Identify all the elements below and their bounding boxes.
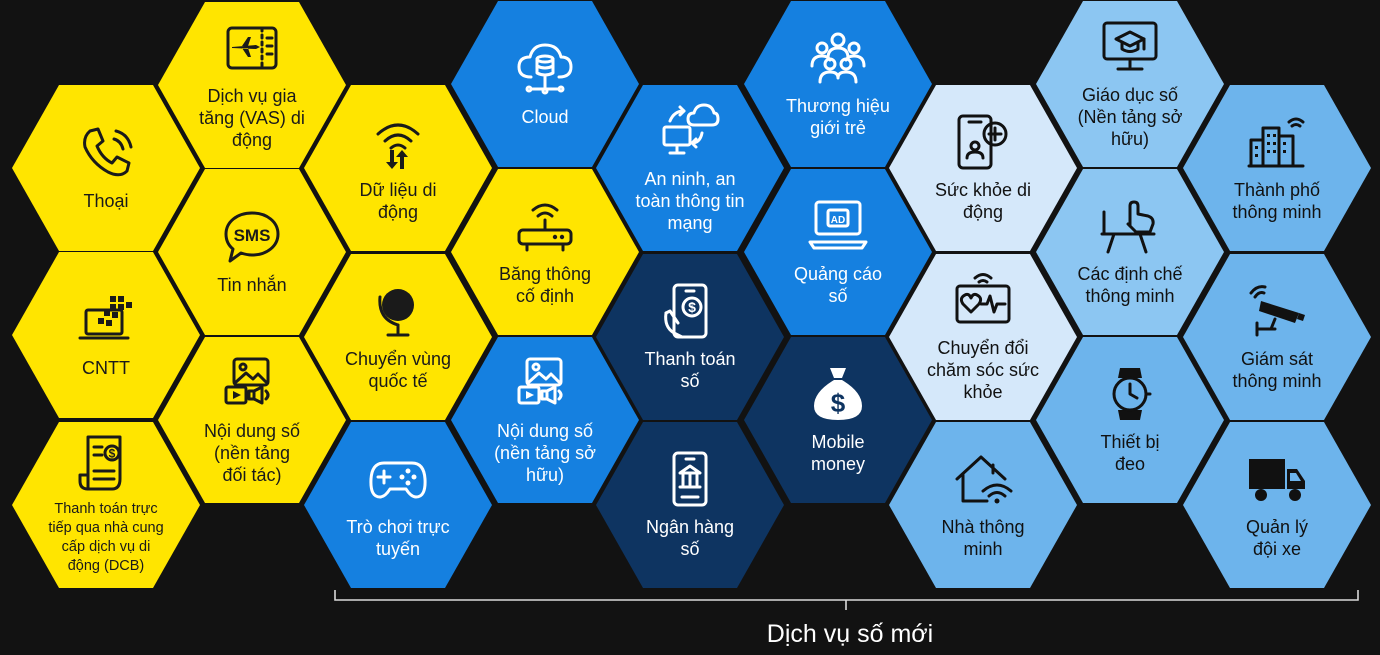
wifi-data-icon — [366, 113, 430, 171]
svg-text:$: $ — [831, 388, 846, 418]
hex-dcb: $ Thanh toán trực tiếp qua nhà cung cấp d… — [12, 422, 200, 588]
hex-giao-duc: Giáo dục số (Nền tảng sở hữu) — [1036, 1, 1224, 167]
hex-thiet-bi-deo: Thiết bị đeo — [1036, 337, 1224, 503]
hex-label: Chuyển vùng quốc tế — [344, 349, 452, 391]
hex-cloud: Cloud — [451, 1, 639, 167]
invoice-icon: $ — [74, 434, 138, 492]
hex-label: Mobile money — [810, 432, 866, 474]
svg-text:SMS: SMS — [234, 226, 271, 245]
hex-label: Tin nhắn — [217, 275, 287, 295]
caption: Dịch vụ số mới — [766, 620, 934, 648]
smart-home-icon — [951, 450, 1015, 508]
hex-label: Thành phố thông minh — [1232, 180, 1322, 222]
hex-tin-nhan: SMS Tin nhắn — [158, 169, 346, 335]
education-screen-icon — [1098, 18, 1162, 76]
hex-label: Nội dung số (nền tảng đối tác) — [203, 421, 301, 485]
hex-label: Thanh toán số — [644, 349, 736, 391]
phone-icon — [74, 124, 138, 182]
laptop-pixels-icon — [74, 291, 138, 349]
svg-text:$: $ — [688, 299, 696, 315]
hex-label: Nội dung số (nền tảng sở hữu) — [494, 421, 596, 485]
hex-label: Dịch vụ gia tăng (VAS) di động — [199, 86, 305, 150]
cloud-sync-icon — [658, 102, 722, 160]
hex-vas: Dịch vụ gia tăng (VAS) di động — [158, 2, 346, 168]
hex-nha-thong-minh: Nhà thông minh — [889, 422, 1077, 588]
gamepad-icon — [366, 450, 430, 508]
watch-icon — [1098, 365, 1162, 423]
sms-bubble-icon: SMS — [220, 208, 284, 266]
hex-label: Giám sát thông minh — [1232, 349, 1322, 391]
mobile-payment-icon: $ — [658, 282, 722, 340]
hex-label: Thương hiệu giới trẻ — [786, 96, 890, 138]
svg-text:AD: AD — [831, 215, 845, 226]
hex-label: An ninh, an toàn thông tin mạng — [635, 169, 745, 233]
cctv-icon — [1245, 282, 1309, 340]
hex-label: Sức khỏe di động — [934, 180, 1032, 222]
mobile-health-icon — [951, 113, 1015, 171]
presentation-icon — [1098, 197, 1162, 255]
hex-cntt: CNTT — [12, 252, 200, 418]
hex-label: Nhà thông minh — [941, 517, 1025, 559]
hex-label: Thiết bị đeo — [1100, 432, 1160, 474]
media-icon — [513, 354, 577, 412]
svg-text:$: $ — [109, 447, 116, 461]
truck-icon — [1245, 450, 1309, 508]
hex-quan-ly-xe: Quản lý đội xe — [1183, 422, 1371, 588]
hex-label: Quản lý đội xe — [1245, 517, 1309, 559]
ad-screen-icon: AD — [806, 197, 870, 255]
heart-monitor-icon — [951, 271, 1015, 329]
router-icon — [513, 197, 577, 255]
hex-label: Băng thông cố định — [498, 264, 592, 306]
hex-noi-dung-doi-tac: Nội dung số (nền tảng đối tác) — [158, 337, 346, 503]
media-icon — [220, 354, 284, 412]
hex-label: Dữ liệu di động — [359, 180, 437, 222]
hex-label: Trò chơi trực tuyến — [346, 517, 450, 559]
hex-tro-choi: Trò chơi trực tuyến — [304, 422, 492, 588]
hex-thoai: Thoại — [12, 85, 200, 251]
cloud-database-icon — [513, 40, 577, 98]
hex-label: Ngân hàng số — [645, 517, 735, 559]
group-icon — [806, 29, 870, 87]
hex-label: Thanh toán trực tiếp qua nhà cung cấp dị… — [48, 501, 164, 574]
hex-ngan-hang: Ngân hàng số — [596, 422, 784, 588]
hex-label: Cloud — [521, 107, 569, 127]
hex-label: Giáo dục số (Nền tảng sở hữu) — [1077, 85, 1183, 149]
hex-dinh-che: Các định chế thông minh — [1036, 169, 1224, 335]
hex-du-lieu: Dữ liệu di động — [304, 85, 492, 251]
money-bag-icon: $ — [806, 365, 870, 423]
hex-label: Chuyển đổi chăm sóc sức khỏe — [926, 338, 1040, 402]
hex-thanh-pho: Thành phố thông minh — [1183, 85, 1371, 251]
hex-chuyen-vung: Chuyển vùng quốc tế — [304, 254, 492, 420]
mobile-bank-icon — [658, 450, 722, 508]
hex-label: Các định chế thông minh — [1077, 264, 1183, 306]
globe-icon — [366, 282, 430, 340]
hex-giam-sat: Giám sát thông minh — [1183, 254, 1371, 420]
caption-brace — [334, 590, 1359, 610]
hex-label: CNTT — [82, 358, 130, 378]
hex-label: Thoại — [83, 191, 129, 211]
plane-ticket-icon — [220, 19, 284, 77]
smart-city-icon — [1245, 113, 1309, 171]
hex-label: Quảng cáo số — [793, 264, 883, 306]
